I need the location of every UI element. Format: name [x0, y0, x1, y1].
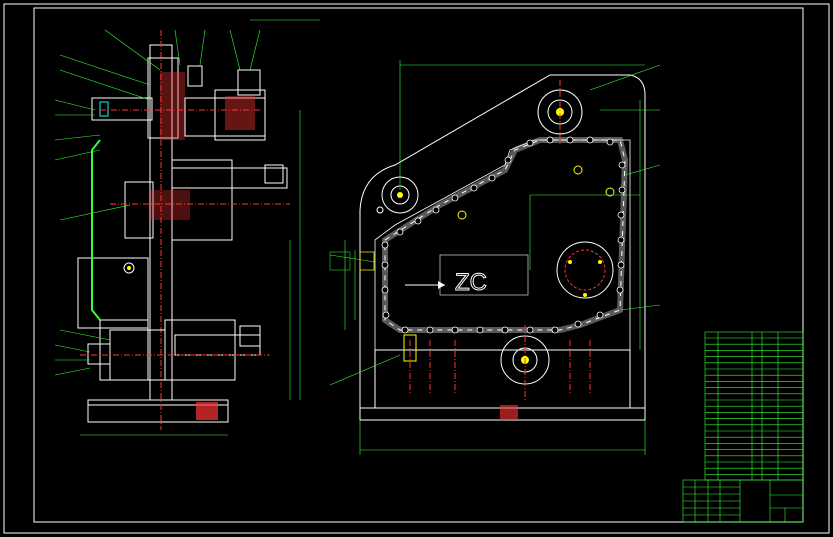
sheet-frame-inner: [33, 7, 804, 523]
company-logo: ZC: [455, 269, 487, 296]
sheet-frame-outer: [3, 3, 830, 534]
left-side-view: [54, 19, 320, 436]
title-block: [682, 479, 804, 523]
right-front-view: ZC: [329, 60, 661, 455]
parts-list-table: [704, 331, 804, 481]
